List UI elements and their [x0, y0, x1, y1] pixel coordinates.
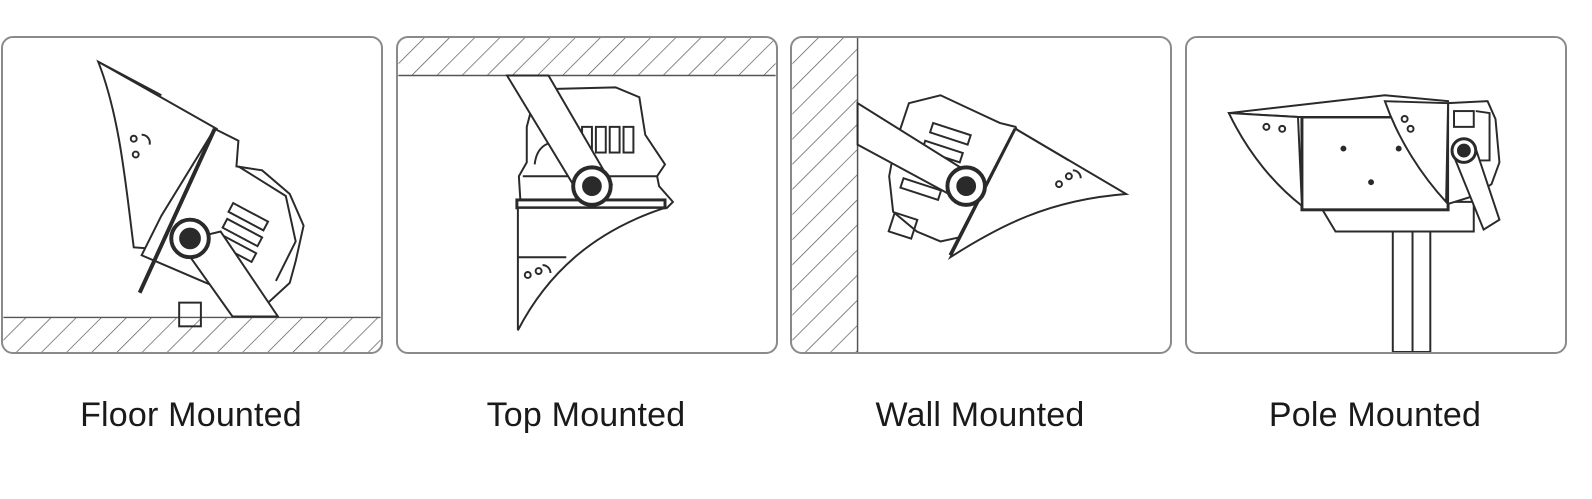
- wall-mounted-panel: [790, 36, 1172, 354]
- floodlight-floor: [96, 59, 305, 328]
- floodlight-wall: [856, 94, 1130, 260]
- pole-mounted-illustration: [1227, 94, 1501, 352]
- pole-mounted-panel: [1185, 36, 1567, 354]
- pole: [1391, 226, 1432, 352]
- wall-hatch: [792, 38, 858, 352]
- caption-wall-mounted: Wall Mounted: [875, 396, 1085, 434]
- caption-floor-mounted: Floor Mounted: [80, 396, 302, 434]
- ceiling-hatch: [398, 38, 776, 76]
- top-mounted-panel: [396, 36, 778, 354]
- caption-top-mounted: Top Mounted: [486, 396, 686, 434]
- top-mounted-illustration: [398, 38, 776, 331]
- floor-mounted-panel: [1, 36, 383, 354]
- floodlight-pole: [1227, 94, 1501, 352]
- wall-mounted-illustration: [792, 38, 1130, 352]
- caption-pole-mounted: Pole Mounted: [1268, 396, 1482, 434]
- floor-mounted-illustration: [3, 59, 381, 352]
- floor-hatch: [3, 317, 381, 352]
- floodlight-top: [505, 74, 675, 331]
